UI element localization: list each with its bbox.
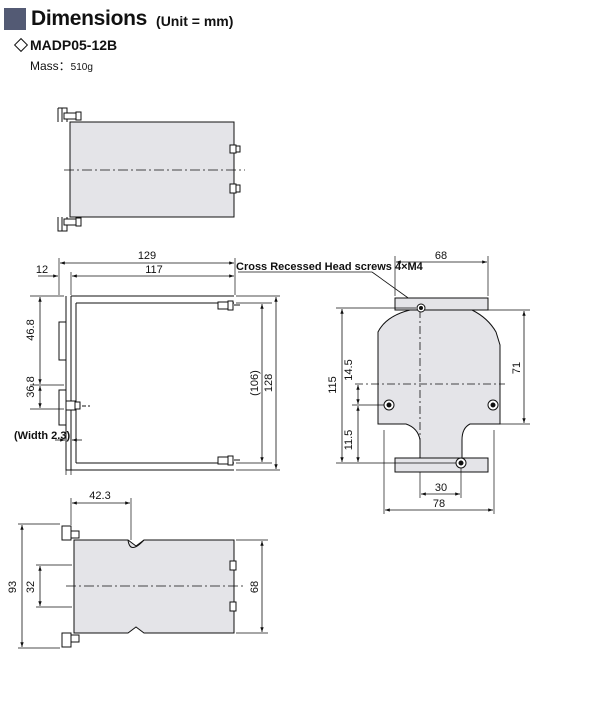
- front-plate: [65, 296, 72, 471]
- screw-callout: Cross Recessed Head screws 4×M4: [236, 261, 424, 273]
- dim-117: 117: [145, 264, 163, 276]
- section-header: Dimensions (Unit = mm): [4, 6, 233, 32]
- dim-30: 30: [435, 482, 447, 494]
- front-view-labels: 129 117 12 46.8 36.8 (Width 2.3) (106) 1…: [14, 250, 424, 442]
- dim-128: 128: [263, 374, 275, 392]
- dim-78: 78: [433, 498, 445, 510]
- dim-36-8: 36.8: [25, 376, 37, 397]
- dim-42-3: 42.3: [89, 490, 110, 502]
- top-view-body: [69, 121, 235, 218]
- side-view-labels: 68 115 14.5 11.5 71 30 78: [327, 250, 523, 510]
- mass-label: Mass：: [30, 59, 71, 73]
- side-view-body: [377, 297, 501, 473]
- dim-32: 32: [25, 581, 37, 593]
- dim-106: (106): [249, 370, 261, 396]
- front-view: [30, 258, 280, 475]
- front-channel: [71, 295, 234, 471]
- header-square-icon: [4, 8, 26, 30]
- dim-12: 12: [36, 264, 48, 276]
- bottom-view: [18, 498, 268, 649]
- dim-68-side: 68: [249, 581, 261, 593]
- side-view: [336, 256, 530, 514]
- unit-note: (Unit = mm): [156, 12, 234, 29]
- dim-93: 93: [7, 581, 19, 593]
- bottom-view-labels: 42.3 93 32 68: [7, 490, 261, 593]
- dim-width: (Width 2.3): [14, 430, 70, 442]
- dim-11-5: 11.5: [343, 430, 355, 451]
- dim-115: 115: [327, 376, 339, 394]
- mass-line: Mass：510g: [30, 57, 93, 74]
- dim-68-top: 68: [435, 250, 447, 262]
- page-title: Dimensions: [31, 7, 148, 30]
- model-name: MADP05-12B: [30, 37, 118, 53]
- dim-71: 71: [511, 362, 523, 374]
- top-view: [57, 107, 245, 232]
- dim-46-8: 46.8: [25, 319, 37, 340]
- dim-14-5: 14.5: [343, 359, 355, 380]
- mass-value: 510g: [70, 62, 93, 73]
- bottom-view-body: [73, 539, 235, 634]
- dim-129: 129: [138, 250, 156, 262]
